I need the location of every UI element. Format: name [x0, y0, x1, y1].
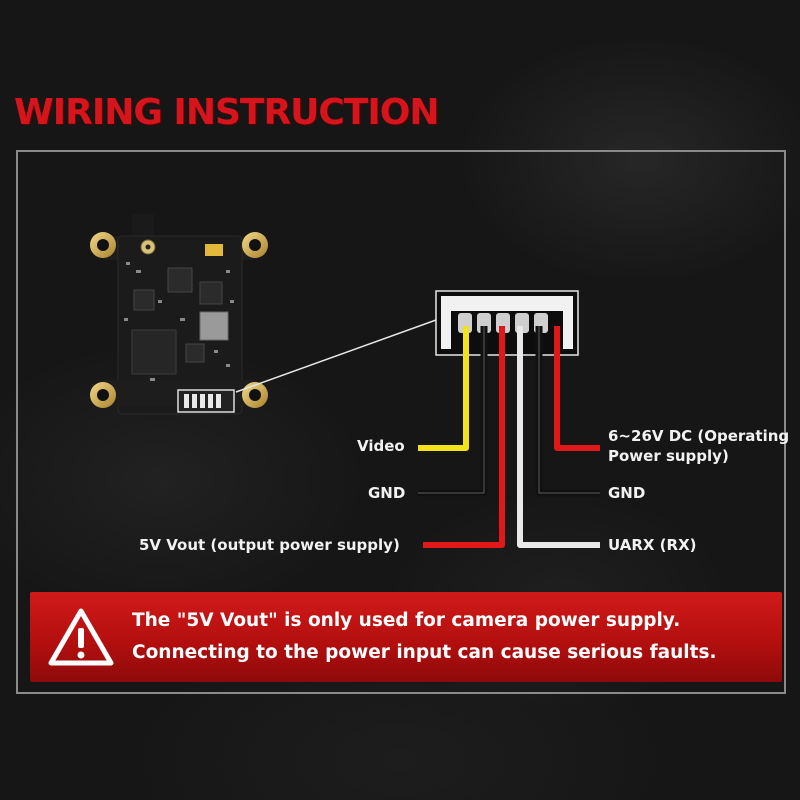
label-video: Video: [357, 437, 405, 455]
mount-hole-bl: [90, 382, 116, 408]
label-5v-vout: 5V Vout (output power supply): [139, 536, 400, 554]
page-title: WIRING INSTRUCTION: [14, 92, 439, 133]
mount-hole-tl: [90, 232, 116, 258]
warning-banner: The "5V Vout" is only used for camera po…: [30, 592, 782, 682]
warning-text: The "5V Vout" is only used for camera po…: [132, 605, 717, 669]
wire-gnd-right-edge: [538, 326, 600, 494]
callout-line: [235, 319, 437, 393]
wire-5v-vout: [423, 326, 505, 548]
label-gnd-right: GND: [608, 484, 646, 502]
wire-power-in: [554, 326, 600, 451]
wire-gnd-left-edge: [418, 326, 485, 494]
mount-hole-tr: [242, 232, 268, 258]
mount-hole-br: [242, 382, 268, 408]
wire-video: [418, 326, 469, 451]
warning-line-1: The "5V Vout" is only used for camera po…: [132, 610, 681, 631]
wire-uarx: [517, 326, 600, 548]
vtx-board: [90, 214, 268, 415]
label-uarx: UARX (RX): [608, 536, 697, 554]
diagram-frame: [16, 150, 786, 694]
warning-triangle-icon: [48, 608, 114, 666]
label-power-line1: 6~26V DC (Operating: [608, 427, 790, 445]
warning-line-2: Connecting to the power input can cause …: [132, 642, 717, 663]
label-gnd-left: GND: [368, 484, 406, 502]
label-power-line2: Power supply): [608, 447, 729, 465]
